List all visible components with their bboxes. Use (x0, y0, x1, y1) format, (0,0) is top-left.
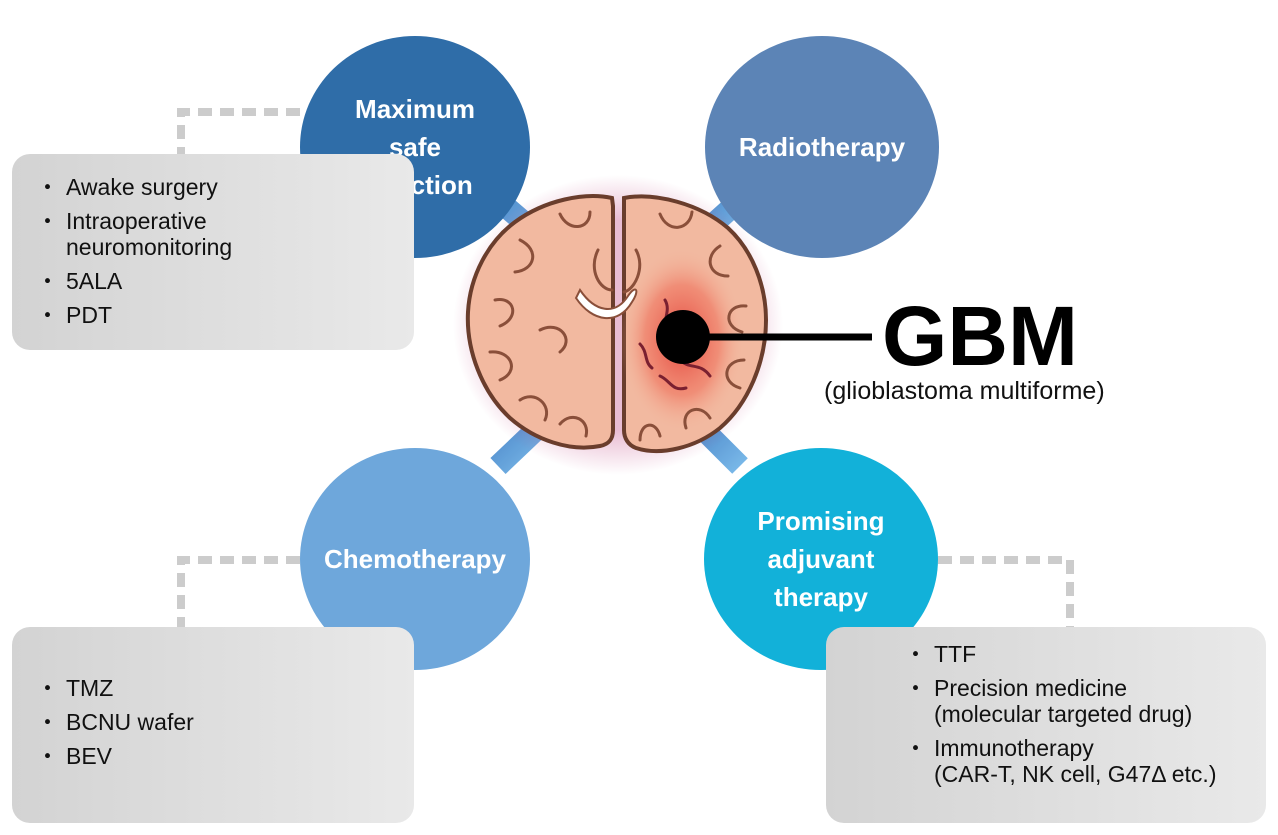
list-item: BEV (36, 743, 414, 769)
list-item: 5ALA (36, 268, 414, 294)
list-item-text: BCNU wafer (66, 709, 194, 735)
list-item: TMZ (36, 675, 414, 701)
dashed-connector-resection (177, 108, 300, 154)
pointer-dot (656, 310, 710, 364)
list-item-text: (CAR-T, NK cell, G47Δ etc.) (934, 761, 1217, 787)
list-item-text: 5ALA (66, 268, 123, 294)
node-label-line: Chemotherapy (323, 544, 507, 574)
list-item-text: BEV (66, 743, 113, 769)
list-item: Precision medicine(molecular targeted dr… (904, 675, 1266, 727)
brain-gyri (488, 210, 748, 442)
brain-illustration (453, 175, 783, 475)
list-item: PDT (36, 302, 414, 328)
list-item-text: Intraoperative (66, 208, 207, 234)
list-item-text: Immunotherapy (934, 735, 1094, 761)
node-label-line: Radiotherapy (738, 132, 906, 162)
dashed-connectors (177, 108, 1074, 627)
node-label-line: therapy (774, 582, 868, 612)
list-item-text: Precision medicine (934, 675, 1128, 701)
list-item: Immunotherapy(CAR-T, NK cell, G47Δ etc.) (904, 735, 1266, 787)
dashed-connector-adjuvant (938, 556, 1074, 627)
list-item: Awake surgery (36, 174, 414, 200)
list-item-text: (molecular targeted drug) (934, 701, 1193, 727)
node-label-line: Promising (757, 506, 885, 536)
node-label-line: adjuvant (767, 544, 875, 574)
brain-left-hemisphere (465, 194, 615, 450)
list-item-text: TMZ (66, 675, 114, 701)
list-item-text: neuromonitoring (66, 234, 233, 260)
list-item-text: TTF (934, 641, 977, 667)
node-radiotherapy: Radiotherapy (705, 36, 939, 258)
ventricle (574, 288, 638, 319)
gbm-subtitle: (glioblastoma multiforme) (824, 377, 1105, 405)
list-item-text: Awake surgery (66, 174, 218, 200)
list-item: BCNU wafer (36, 709, 414, 735)
dashed-connector-chemo (177, 556, 300, 627)
chemotherapy-options-box: TMZ BCNU wafer BEV (12, 627, 414, 823)
list-item-text: PDT (66, 302, 112, 328)
resection-options-box: Awake surgery Intraoperativeneuromonitor… (12, 154, 414, 350)
node-label-line: Maximum (355, 94, 475, 124)
list-item: TTF (904, 641, 1266, 667)
gbm-pointer (656, 310, 872, 364)
gbm-title: GBM (882, 289, 1078, 383)
adjuvant-options-box: TTF Precision medicine(molecular targete… (826, 627, 1266, 823)
